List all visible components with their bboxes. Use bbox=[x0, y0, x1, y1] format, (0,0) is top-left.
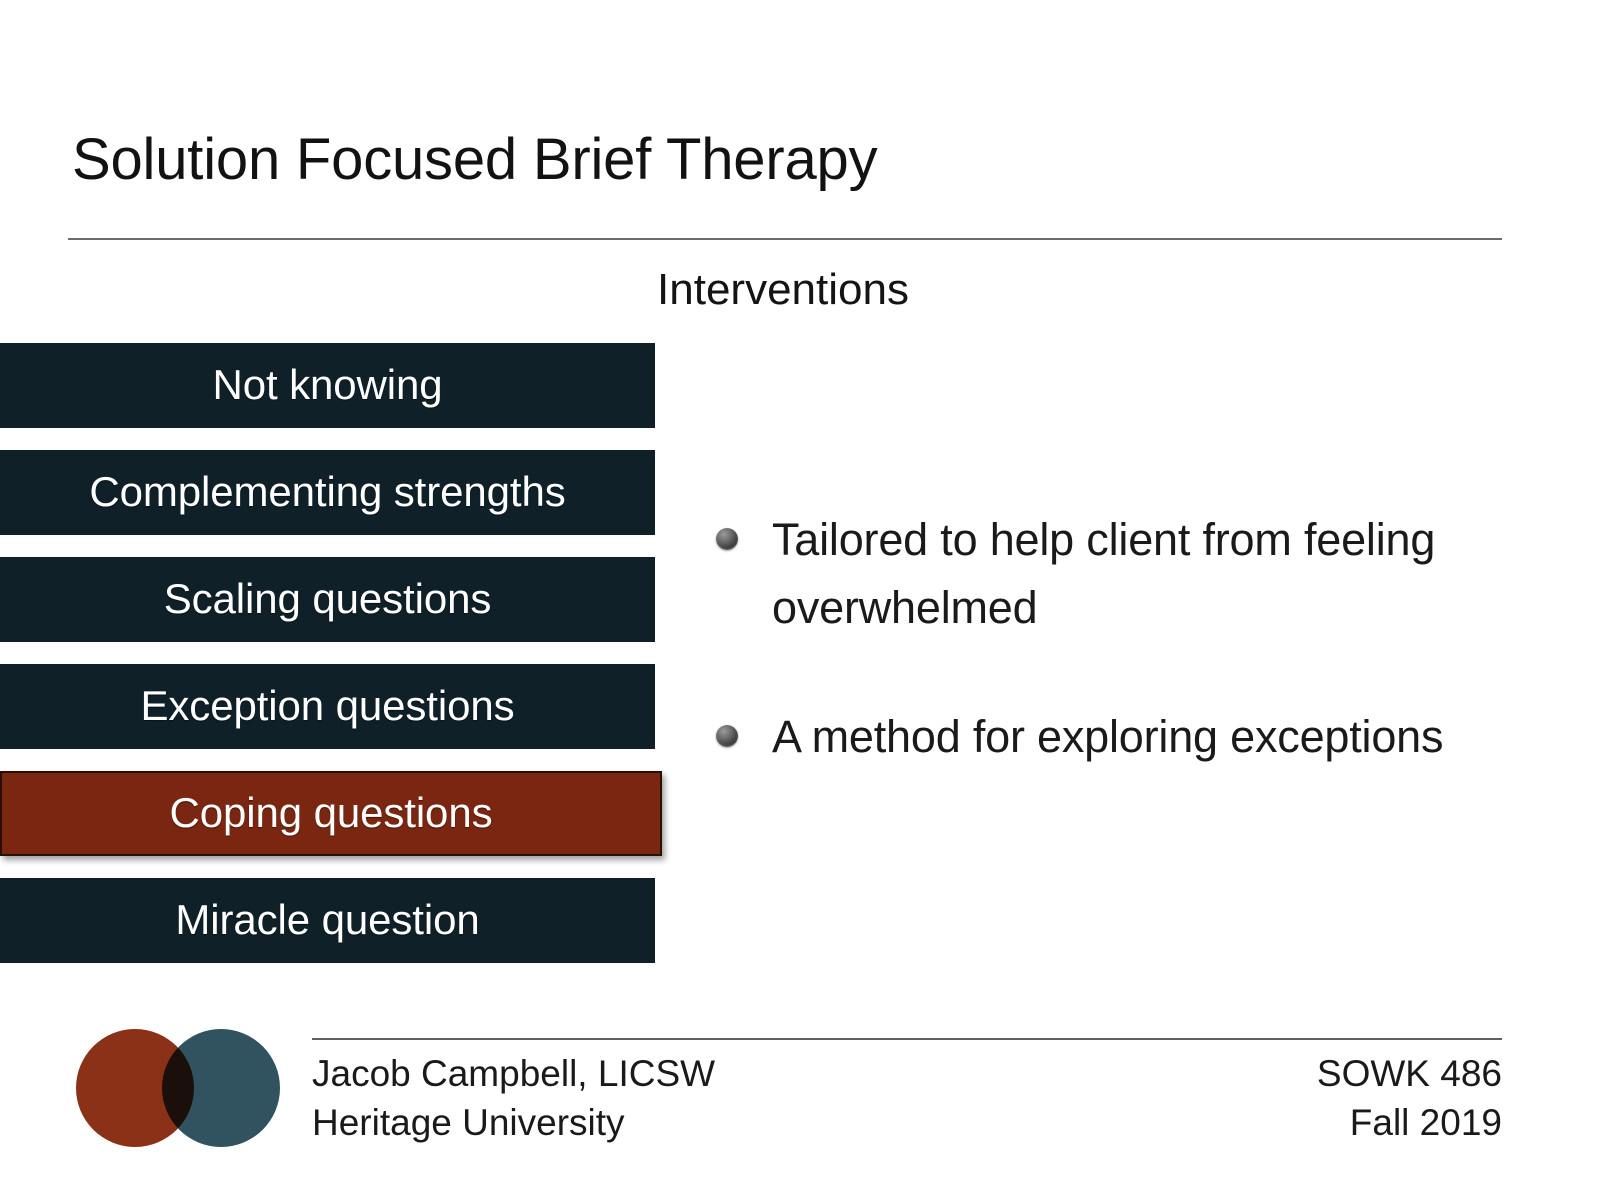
page-title: Solution Focused Brief Therapy bbox=[72, 127, 878, 192]
intervention-bar-not-knowing[interactable]: Not knowing bbox=[0, 343, 655, 428]
heritage-university-logo bbox=[76, 1029, 286, 1147]
list-item: Tailored to help client from feeling ove… bbox=[716, 506, 1456, 641]
intervention-label: Scaling questions bbox=[163, 575, 492, 623]
intervention-label: Not knowing bbox=[212, 361, 443, 409]
logo-circle-right-icon bbox=[162, 1029, 280, 1147]
intervention-label: Exception questions bbox=[140, 682, 515, 730]
list-item: A method for exploring exceptions bbox=[716, 703, 1456, 771]
sphere-bullet-icon bbox=[716, 528, 738, 550]
title-divider bbox=[68, 238, 1502, 240]
intervention-label: Coping questions bbox=[169, 789, 493, 837]
sphere-bullet-icon bbox=[716, 725, 738, 747]
intervention-list: Not knowing Complementing strengths Scal… bbox=[0, 343, 676, 985]
slide-subtitle: Interventions bbox=[657, 265, 909, 314]
intervention-bar-scaling-questions[interactable]: Scaling questions bbox=[0, 557, 655, 642]
intervention-bar-miracle-question[interactable]: Miracle question bbox=[0, 878, 655, 963]
intervention-bar-exception-questions[interactable]: Exception questions bbox=[0, 664, 655, 749]
footer-presenter: Jacob Campbell, LICSW Heritage Universit… bbox=[312, 1053, 716, 1143]
intervention-bar-coping-questions[interactable]: Coping questions bbox=[0, 771, 662, 856]
bullet-text: Tailored to help client from feeling ove… bbox=[772, 514, 1436, 633]
footer-divider bbox=[312, 1038, 1502, 1040]
intervention-label: Complementing strengths bbox=[89, 468, 566, 516]
footer-course: SOWK 486 Fall 2019 bbox=[1316, 1053, 1502, 1143]
intervention-label: Miracle question bbox=[175, 896, 480, 944]
bullet-list: Tailored to help client from feeling ove… bbox=[716, 506, 1456, 833]
bullet-text: A method for exploring exceptions bbox=[772, 711, 1444, 762]
intervention-bar-complementing-strengths[interactable]: Complementing strengths bbox=[0, 450, 655, 535]
